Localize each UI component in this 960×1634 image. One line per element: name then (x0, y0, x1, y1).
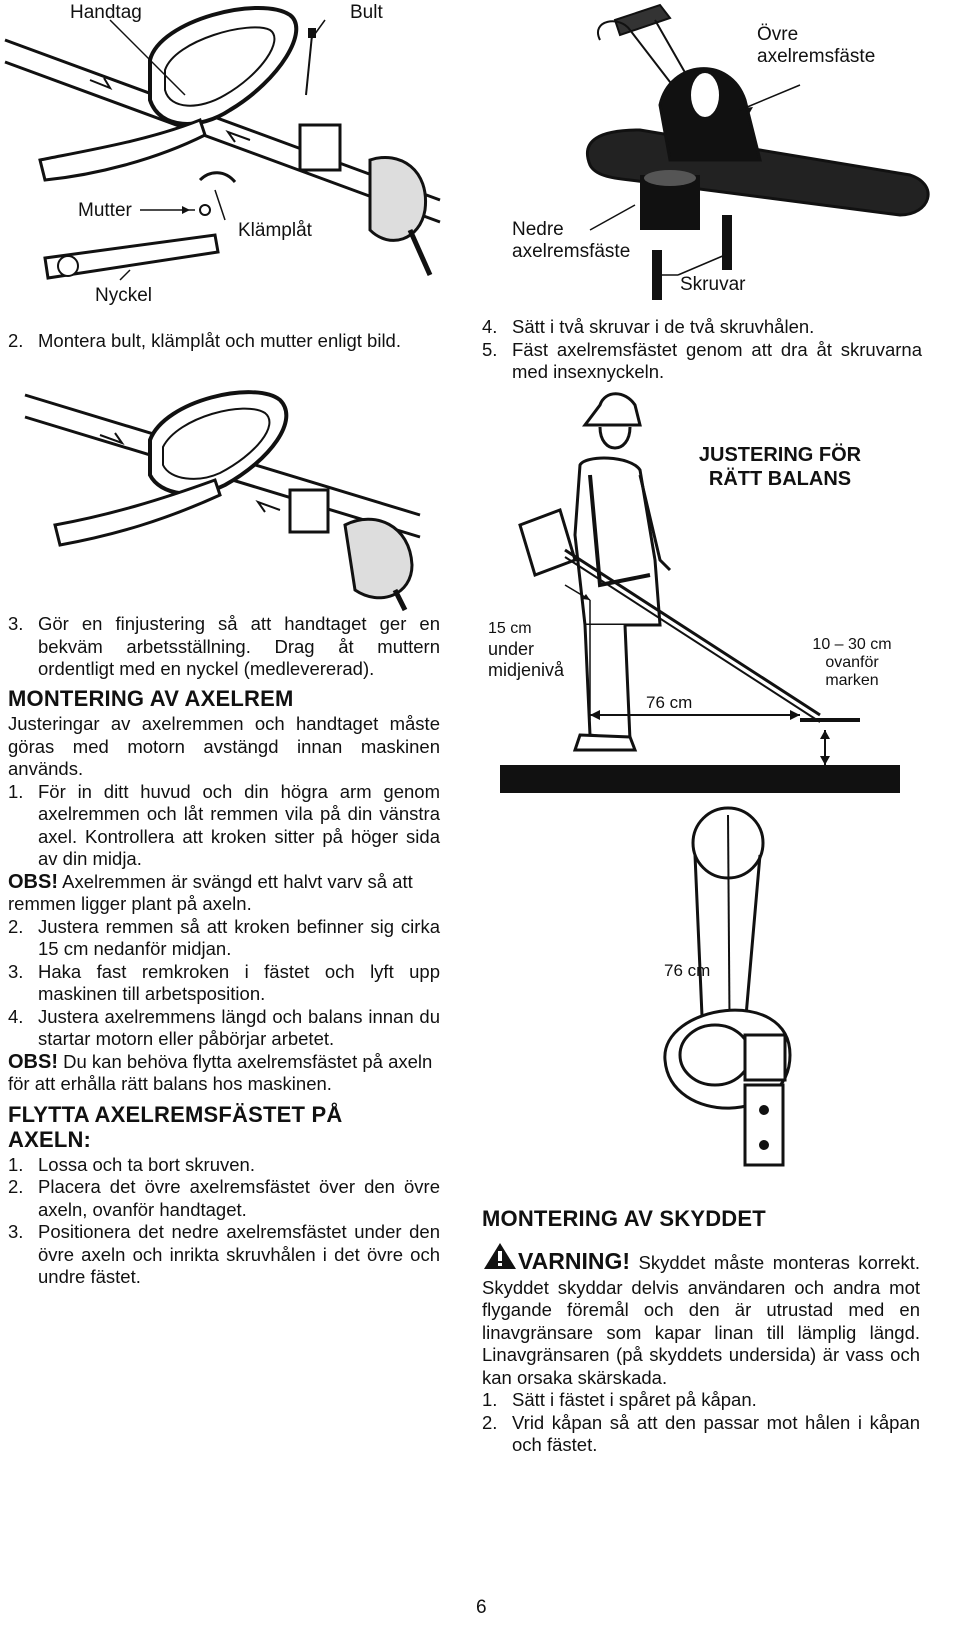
move-mount-heading: FLYTTA AXELREMSFÄSTET PÅ AXELN: (8, 1101, 343, 1152)
dim-ground: 10 – 30 cm ovanför marken (812, 636, 892, 689)
label-clamp-plate: Klämplåt (238, 220, 312, 241)
harness-step-2: 2. Justera remmen så att kroken befinner… (8, 915, 440, 960)
label-wrench: Nyckel (95, 285, 153, 306)
steps-4-5: 4. Sätt i två skruvar i de två skruvhåle… (482, 316, 922, 384)
harness-step-4: 4. Justera axelremmens längd och balans … (8, 1005, 440, 1050)
handle-assembly-illustration (4, 6, 441, 281)
label-lower-mount: Nedre axelremsfäste (512, 219, 631, 262)
handle-adjusted-illustration (24, 390, 421, 612)
label-screws: Skruvar (680, 274, 746, 295)
harness-section: MONTERING AV AXELREM Justeringar av axel… (8, 684, 440, 1289)
harness-heading: MONTERING AV AXELREM (8, 686, 294, 711)
balance-heading: JUSTERING FÖR RÄTT BALANS (698, 444, 862, 490)
label-handle: Handtag (70, 2, 142, 23)
guard-heading: MONTERING AV SKYDDET (482, 1206, 766, 1231)
move-step-2: 2. Placera det övre axelremsfästet över … (8, 1176, 440, 1220)
guard-section: MONTERING AV SKYDDET VARNING! Skyddet må… (482, 1204, 920, 1457)
label-upper-mount: Övre axelremsfäste (757, 24, 876, 67)
harness-step-3: 3. Haka fast remkroken i fästet och lyft… (8, 960, 440, 1005)
step-4: 4. Sätt i två skruvar i de två skruvhåle… (482, 316, 815, 337)
label-bolt: Bult (350, 2, 383, 23)
dim-length-top: 76 cm (664, 961, 711, 980)
obs-note-1: OBS! Axelremmen är svängd ett halvt varv… (8, 870, 413, 915)
strap-mount-illustration (586, 3, 930, 300)
balance-illustration (500, 392, 900, 1167)
guard-step-2: 2. Vrid kåpan så att den passar mot håle… (482, 1411, 920, 1456)
harness-step-1: 1. För in ditt huvud och din högra arm g… (8, 780, 440, 870)
label-nut: Mutter (78, 200, 132, 221)
guard-step-1: 1. Sätt i fästet i spåret på kåpan. (482, 1389, 757, 1410)
warning-paragraph: VARNING! Skyddet måste monteras korrekt.… (482, 1241, 920, 1389)
harness-intro: Justeringar av axelremmen och handtaget … (8, 713, 440, 779)
step-5: 5. Fäst axelremsfästet genom att dra åt … (482, 338, 922, 383)
dim-waist: 15 cm under midjenivå (488, 620, 565, 680)
step-3: 3. Gör en finjustering så att handtaget … (8, 613, 440, 679)
warning-triangle-icon (482, 1241, 518, 1277)
dim-length-side: 76 cm (646, 693, 693, 712)
obs-note-2: OBS! Du kan behöva flytta axelremsfästet… (8, 1050, 433, 1095)
move-step-1: 1. Lossa och ta bort skruven. (8, 1153, 255, 1175)
step-2: 2. Montera bult, klämplåt och mutter enl… (8, 330, 401, 351)
move-step-3: 3. Positionera det nedre axelremsfästet … (8, 1221, 440, 1287)
page-number: 6 (476, 1597, 487, 1618)
